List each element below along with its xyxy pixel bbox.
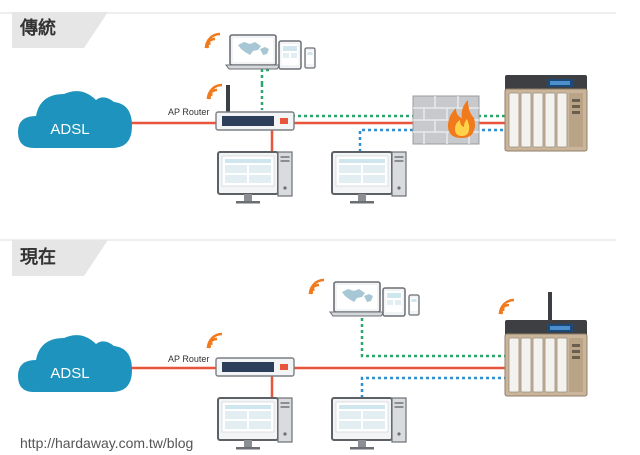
pc-right: [331, 151, 407, 205]
pc-left: [217, 397, 293, 451]
router-label: AP Router: [168, 107, 209, 117]
router-wifi-icon: [206, 83, 224, 101]
firewall: [412, 95, 480, 145]
mobile-devices: [308, 278, 420, 317]
cloud-label: ADSL: [50, 365, 89, 382]
pc-monitor-icon: [331, 151, 393, 205]
pc-monitor-icon: [217, 397, 279, 451]
section-now: 現在 ADSL AP Router: [0, 239, 616, 451]
router-mobile-wifi-link: [260, 68, 270, 84]
adsl-cloud: ADSL: [18, 91, 132, 148]
cloud-label: ADSL: [50, 121, 89, 138]
pc-monitor-icon: [217, 151, 279, 205]
nas-wifi-icon: [498, 298, 516, 316]
pc-monitor-icon: [331, 397, 393, 451]
mobile-devices: [204, 32, 316, 70]
mobile-wifi-icon: [204, 32, 222, 50]
ap-router: AP Router: [168, 332, 295, 377]
section-title: 傳統: [19, 17, 56, 39]
mobile-wifi-icon: [308, 278, 326, 296]
section-title: 現在: [20, 246, 56, 268]
mobile-nas-wifi-link: [360, 318, 508, 358]
ap-router: AP Router: [168, 83, 295, 131]
section-title-tab: [12, 240, 108, 276]
fire-icon: [448, 100, 475, 138]
pc-nas-link: [360, 376, 508, 398]
pc-right: [331, 397, 407, 451]
router-label: AP Router: [168, 354, 209, 364]
router-wifi-icon: [206, 332, 224, 350]
watermark: http://hardaway.com.tw/blog: [20, 435, 193, 451]
nas-device: [498, 292, 588, 397]
section-traditional: 傳統 ADSL AP Router: [0, 12, 616, 205]
section-title-tab: [12, 12, 108, 48]
pc-left: [217, 151, 293, 205]
adsl-cloud: ADSL: [18, 335, 132, 392]
nas-device: [504, 74, 588, 152]
